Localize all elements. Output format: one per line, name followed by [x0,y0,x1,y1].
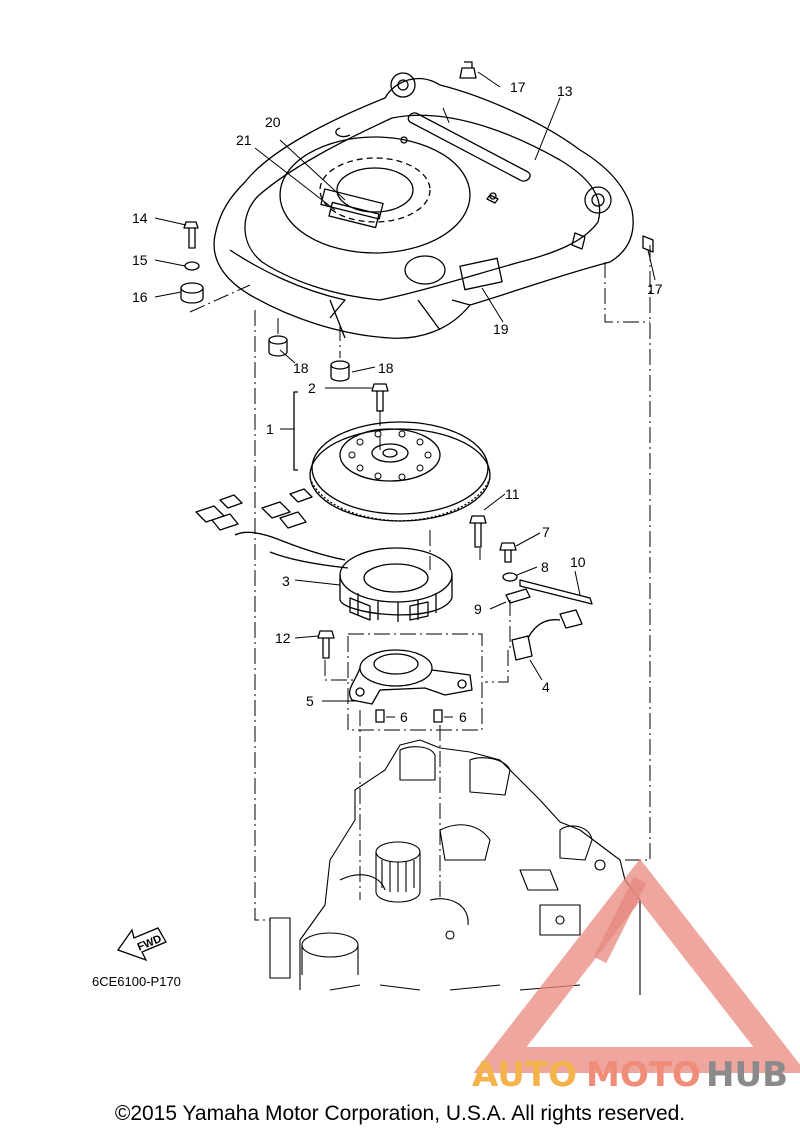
callout-6-right: 6 [459,709,467,725]
cable-tie-10 [519,579,593,605]
label-plate-21 [328,201,380,229]
callout-18-right: 18 [378,360,394,376]
bolt-11 [469,515,487,548]
callout-12: 12 [275,630,291,646]
stator-base [348,649,473,705]
callout-3: 3 [282,573,290,589]
bolt-2 [371,383,389,412]
callout-5: 5 [306,693,314,709]
grommet-18-left [268,335,288,357]
leader-lines [154,71,656,718]
reference-code: 6CE6100-P170 [92,974,181,989]
dowel-6-right [433,709,443,723]
watermark-logo: AUTO MOTO HUB [472,858,800,1095]
flywheel-cover [213,72,634,339]
engine-block [269,739,641,995]
watermark-auto: AUTO [472,1055,577,1095]
callout-19: 19 [493,321,509,337]
grommet-18-right [330,360,350,382]
callout-6-left: 6 [400,709,408,725]
callout-7: 7 [542,524,550,540]
copyright-notice: ©2015 Yamaha Motor Corporation, U.S.A. A… [114,1102,686,1125]
callout-17-right: 17 [647,281,663,297]
label-plate-19 [459,257,503,291]
assembly-lines [189,107,651,921]
pulser-coil-4 [511,609,583,661]
callout-13: 13 [557,83,573,99]
callout-15: 15 [132,252,148,268]
collar-16 [180,282,204,304]
stator-harness [195,488,349,569]
callout-20: 20 [265,114,281,130]
flywheel [309,421,491,522]
callout-18-left: 18 [293,360,309,376]
label-plate-20 [320,188,384,220]
callout-21: 21 [236,132,252,148]
callout-17-top: 17 [510,79,526,95]
fwd-arrow: FWD [116,927,167,962]
callout-14: 14 [132,210,148,226]
callout-8: 8 [541,559,549,575]
clamp-9 [505,588,531,604]
bolt-7 [499,542,517,563]
grommet-17-right [642,235,654,253]
watermark-moto: MOTO [586,1055,701,1095]
stator [339,547,453,622]
callout-9: 9 [474,601,482,617]
grommet-17-top [459,61,477,79]
bracket-1 [293,391,298,471]
callout-labels: 1 2 3 4 5 6 6 7 8 9 10 11 12 13 14 15 16… [132,79,663,725]
washer-8 [502,572,518,582]
washer-15 [184,261,200,271]
callout-11: 11 [505,486,520,502]
watermark-hub: HUB [706,1055,788,1095]
callout-4: 4 [542,679,550,695]
callout-1: 1 [266,421,274,437]
callout-2: 2 [308,380,316,396]
dowel-6-left [375,709,385,723]
bolt-14 [183,221,199,249]
bolt-12 [317,630,335,659]
callout-16: 16 [132,289,148,305]
callout-10: 10 [570,554,586,570]
